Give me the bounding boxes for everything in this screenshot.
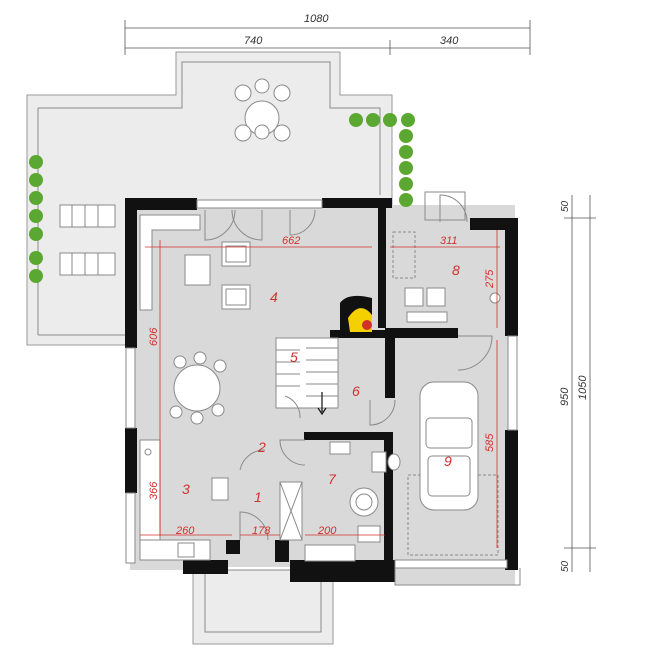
dining-table <box>169 351 227 425</box>
utility-furniture <box>392 231 501 323</box>
outer-dimension-lines <box>124 20 596 572</box>
dim-living-width: 662 <box>282 235 300 247</box>
plant-row-left <box>29 155 43 283</box>
fireplace <box>340 295 372 335</box>
dim-right-width: 340 <box>440 35 459 47</box>
armchair <box>221 284 251 310</box>
room-number-5: 5 <box>290 349 298 365</box>
dim-hall-width: 178 <box>252 525 271 537</box>
dim-left-width: 740 <box>244 35 263 47</box>
room-number-8: 8 <box>452 262 460 278</box>
armchair <box>221 241 251 267</box>
dim-inner-height: 950 <box>559 387 571 406</box>
room-number-9: 9 <box>444 453 452 469</box>
room-number-7: 7 <box>328 471 337 487</box>
sun-lounger <box>59 204 116 228</box>
dim-bottom-offset: 50 <box>560 560 571 572</box>
dim-bath-width: 200 <box>317 525 337 537</box>
room-number-2: 2 <box>257 439 266 455</box>
car <box>407 381 499 556</box>
garage-door <box>394 559 521 586</box>
coffee-table <box>184 254 211 286</box>
wardrobe <box>279 481 303 541</box>
inner-dimension-lines <box>140 230 500 548</box>
entrance-porch <box>192 569 334 645</box>
room-number-1: 1 <box>254 489 262 505</box>
plant-row-right <box>399 129 413 207</box>
room-number-4: 4 <box>270 289 278 305</box>
dim-living-height: 606 <box>148 327 160 346</box>
dim-kitchen-height: 366 <box>148 481 160 500</box>
dim-room8-width: 311 <box>440 235 458 247</box>
dim-room8-height: 275 <box>484 269 496 289</box>
dim-total-width: 1080 <box>304 13 329 25</box>
patio-table-set <box>234 78 291 142</box>
dim-garage-height: 585 <box>484 433 496 452</box>
bathroom-fixtures <box>304 441 401 562</box>
dim-total-height: 1050 <box>577 375 589 400</box>
sofa <box>139 214 201 311</box>
dim-top-offset: 50 <box>560 200 571 212</box>
terrace-doors <box>204 194 468 241</box>
interior-doors <box>239 335 493 541</box>
dim-kitchen-width: 260 <box>175 525 195 537</box>
plant-row-top <box>349 113 415 127</box>
windows <box>125 191 518 564</box>
sun-lounger <box>59 252 116 276</box>
room-number-6: 6 <box>352 383 360 399</box>
room-number-3: 3 <box>182 481 190 497</box>
staircase <box>275 337 339 416</box>
terrace <box>26 51 393 346</box>
kitchen-counter <box>139 439 229 561</box>
